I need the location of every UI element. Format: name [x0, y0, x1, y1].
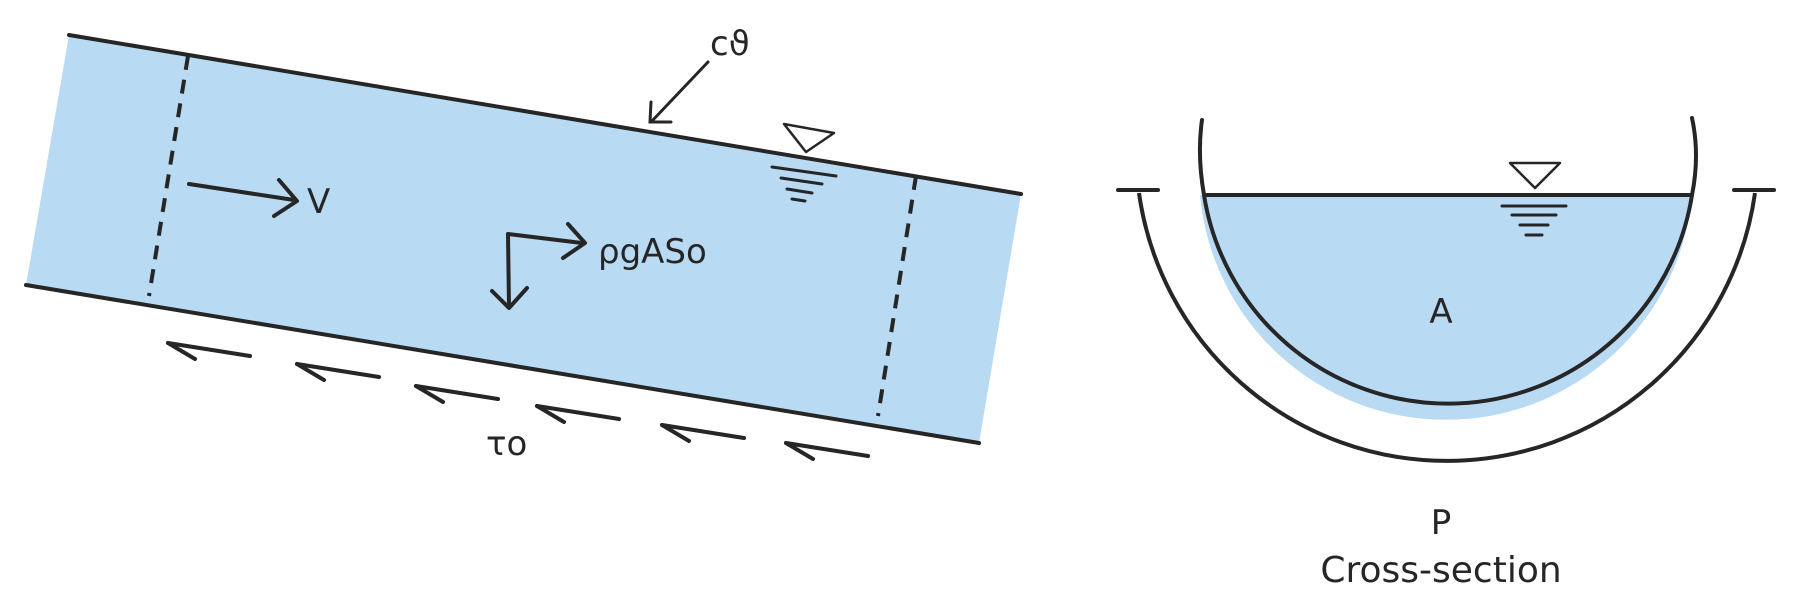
channel-water-body [26, 35, 1021, 443]
cross-section-water-area [1200, 195, 1692, 420]
control-section-left [147, 55, 190, 297]
flow-area-label: A [1429, 292, 1452, 332]
velocity-arrow [187, 178, 299, 218]
shear-arrow [660, 423, 746, 443]
shear-arrow [784, 441, 870, 461]
velocity-label: V [307, 182, 330, 222]
shear-arrow [535, 404, 621, 424]
cross-section-view: A P Cross-section [1116, 116, 1776, 591]
celerity-label: cϑ [710, 24, 750, 64]
bed-shear-label: τo [486, 424, 527, 464]
celerity-arrow [648, 60, 710, 124]
wetted-perimeter-arc [1137, 192, 1757, 463]
channel-bed-line [24, 283, 981, 445]
cross-section-water-level-icon [1500, 161, 1568, 237]
channel-inner-wall-upper-right [1690, 116, 1698, 197]
cross-section-caption: Cross-section [1320, 550, 1561, 591]
control-section-right [876, 175, 918, 417]
free-surface-line [67, 33, 1023, 196]
shear-arrow [295, 362, 381, 382]
gravity-force-arrows [490, 222, 587, 310]
channel-inner-wall-upper-left [1197, 118, 1206, 197]
longitudinal-channel-section: cϑ V ρgASo τo [24, 24, 1023, 464]
shear-arrow [414, 384, 500, 404]
water-level-icon [770, 122, 838, 203]
bed-shear-arrows [166, 341, 870, 461]
channel-inner-wall [1202, 194, 1694, 406]
gravity-force-label: ρgASo [598, 232, 707, 272]
wetted-perimeter-label: P [1431, 503, 1452, 543]
shear-arrow [166, 341, 252, 361]
